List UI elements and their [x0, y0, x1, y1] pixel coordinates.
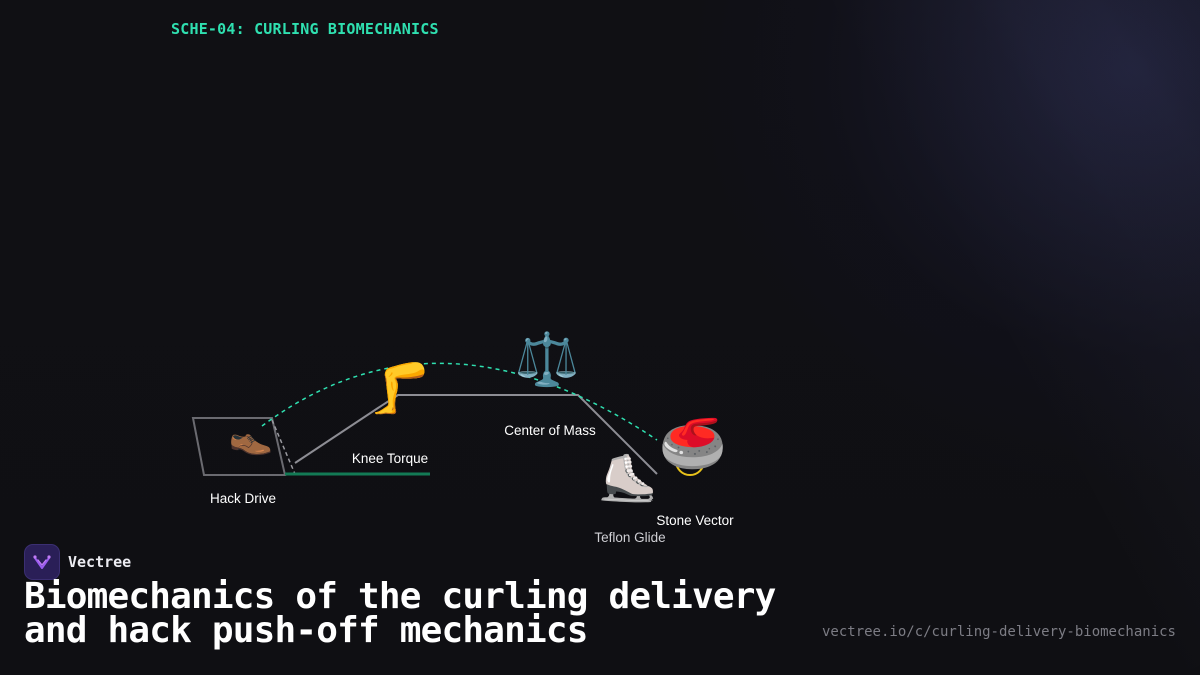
curling-stone-icon: 🥌 [659, 412, 726, 475]
balance-scale-icon: ⚖️ [515, 329, 580, 390]
node-label-teflon-glide: Teflon Glide [594, 530, 665, 545]
shoe-icon: 👞 [229, 416, 274, 457]
push-off-strut [271, 419, 296, 475]
ice-skate-icon: ⛸️ [599, 451, 656, 505]
node-label-hack-drive: Hack Drive [210, 491, 276, 506]
delivery-skeleton-path [294, 394, 658, 475]
node-label-stone-vector: Stone Vector [656, 513, 734, 528]
vectree-logo-icon [24, 544, 60, 580]
center-of-mass-trajectory [261, 362, 658, 441]
node-label-center-of-mass: Center of Mass [504, 423, 596, 438]
brand: Vectree [24, 544, 131, 580]
node-label-knee-torque: Knee Torque [352, 451, 428, 466]
schema-code: SCHE-04: CURLING BIOMECHANICS [171, 20, 439, 38]
brand-name: Vectree [68, 553, 132, 571]
leg-icon: 🦵 [369, 359, 431, 417]
stone-ring [675, 446, 705, 476]
source-url[interactable]: vectree.io/c/curling-delivery-biomechani… [821, 624, 1176, 640]
headline: Biomechanics of the curling delivery and… [24, 576, 776, 651]
